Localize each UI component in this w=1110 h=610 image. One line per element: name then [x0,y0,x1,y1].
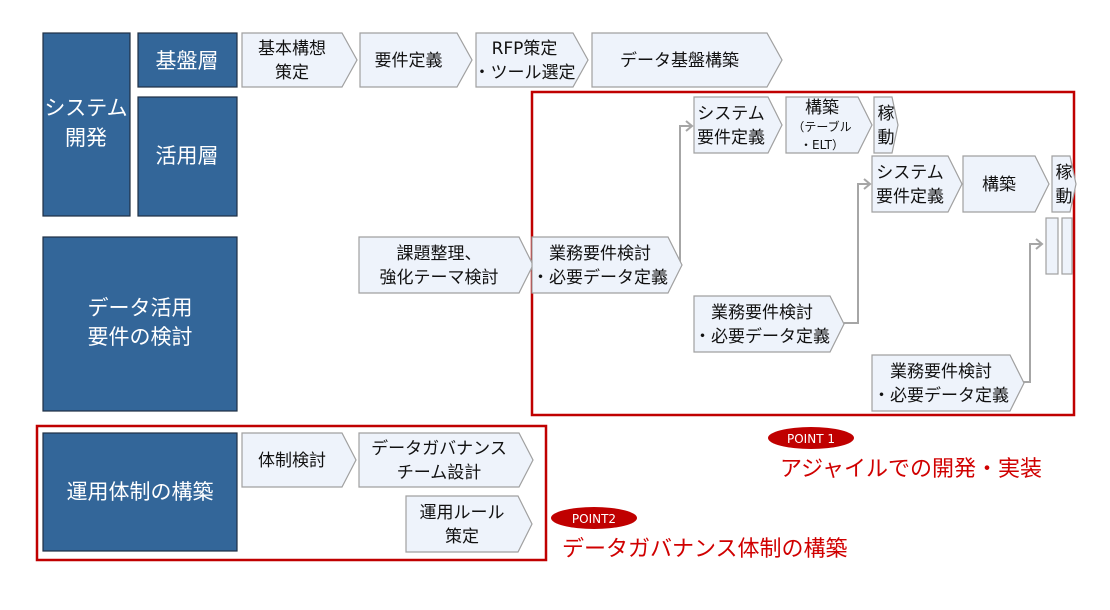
step-biz-req-3: 業務要件検討・必要データ定義 [871,354,1025,412]
svg-text:POINT 1: POINT 1 [787,432,835,446]
svg-text:体制検討: 体制検討 [258,451,326,471]
step-operate-2: 稼動 [1051,155,1077,213]
svg-text:システム要件定義: システム要件定義 [697,104,765,148]
step-biz-req-1: 業務要件検討・必要データ定義 [531,236,683,294]
step-concept: 基本構想策定 [241,32,358,88]
step-rfp: RFP策定・ツール選定 [474,32,589,88]
step-gov-team: データガバナンスチーム設計 [358,432,534,488]
svg-text:システム開発: システム開発 [44,96,127,150]
svg-text:基盤層: 基盤層 [156,49,219,73]
svg-text:構築（テーブル・ELT）: 構築（テーブル・ELT） [792,98,851,152]
svg-text:業務要件検討・必要データ定義: 業務要件検討・必要データ定義 [873,362,1009,406]
point-2: POINT2 データガバナンス体制の構築 [551,507,848,562]
point-1: POINT 1 アジャイルでの開発・実装 [768,427,1042,482]
svg-text:データガバナンス体制の構築: データガバナンス体制の構築 [562,537,848,562]
step-data-platform: データ基盤構築 [591,32,783,88]
header-app-layer: 活用層 [137,96,238,217]
svg-text:システム要件定義: システム要件定義 [876,163,944,207]
governance-frame [35,424,548,562]
step-sys-req-1: システム要件定義 [693,96,783,154]
header-data-requirements: データ活用要件の検討 [42,236,238,412]
svg-text:基本構想策定: 基本構想策定 [258,39,326,83]
svg-text:業務要件検討・必要データ定義: 業務要件検討・必要データ定義 [532,244,668,288]
svg-text:課題整理、強化テーマ検討: 課題整理、強化テーマ検討 [380,244,499,288]
step-operate-1: 稼動 [873,96,899,154]
sprint-bar [1061,217,1073,275]
svg-text:アジャイルでの開発・実装: アジャイルでの開発・実装 [780,457,1042,482]
header-operations: 運用体制の構築 [42,432,238,552]
header-base-layer: 基盤層 [137,32,238,88]
step-org: 体制検討 [241,432,357,488]
svg-text:データガバナンスチーム設計: データガバナンスチーム設計 [371,438,507,483]
header-system-dev: システム開発 [42,32,131,217]
svg-text:運用体制の構築: 運用体制の構築 [67,480,214,504]
step-issues: 課題整理、強化テーマ検討 [358,236,534,294]
step-requirements: 要件定義 [359,32,473,88]
svg-text:業務要件検討・必要データ定義: 業務要件検討・必要データ定義 [694,303,830,347]
svg-text:稼動: 稼動 [878,104,895,148]
svg-text:POINT2: POINT2 [572,512,616,526]
step-build-2: 構築 [962,155,1050,213]
svg-text:運用ルール策定: 運用ルール策定 [420,503,505,547]
svg-text:要件定義: 要件定義 [375,51,443,71]
svg-text:RFP策定・ツール選定: RFP策定・ツール選定 [474,39,576,83]
step-sys-req-2: システム要件定義 [871,155,963,213]
svg-text:構築: 構築 [982,175,1016,195]
flow-connectors [670,120,1044,383]
svg-text:データ基盤構築: データ基盤構築 [620,50,739,71]
step-build-1: 構築（テーブル・ELT） [785,96,873,154]
svg-text:活用層: 活用層 [156,144,219,168]
svg-text:データ活用要件の検討: データ活用要件の検討 [88,296,193,349]
sprint-bar [1045,217,1059,275]
step-biz-req-2: 業務要件検討・必要データ定義 [693,295,845,353]
step-rules: 運用ルール策定 [405,495,533,553]
svg-text:稼動: 稼動 [1056,163,1073,207]
